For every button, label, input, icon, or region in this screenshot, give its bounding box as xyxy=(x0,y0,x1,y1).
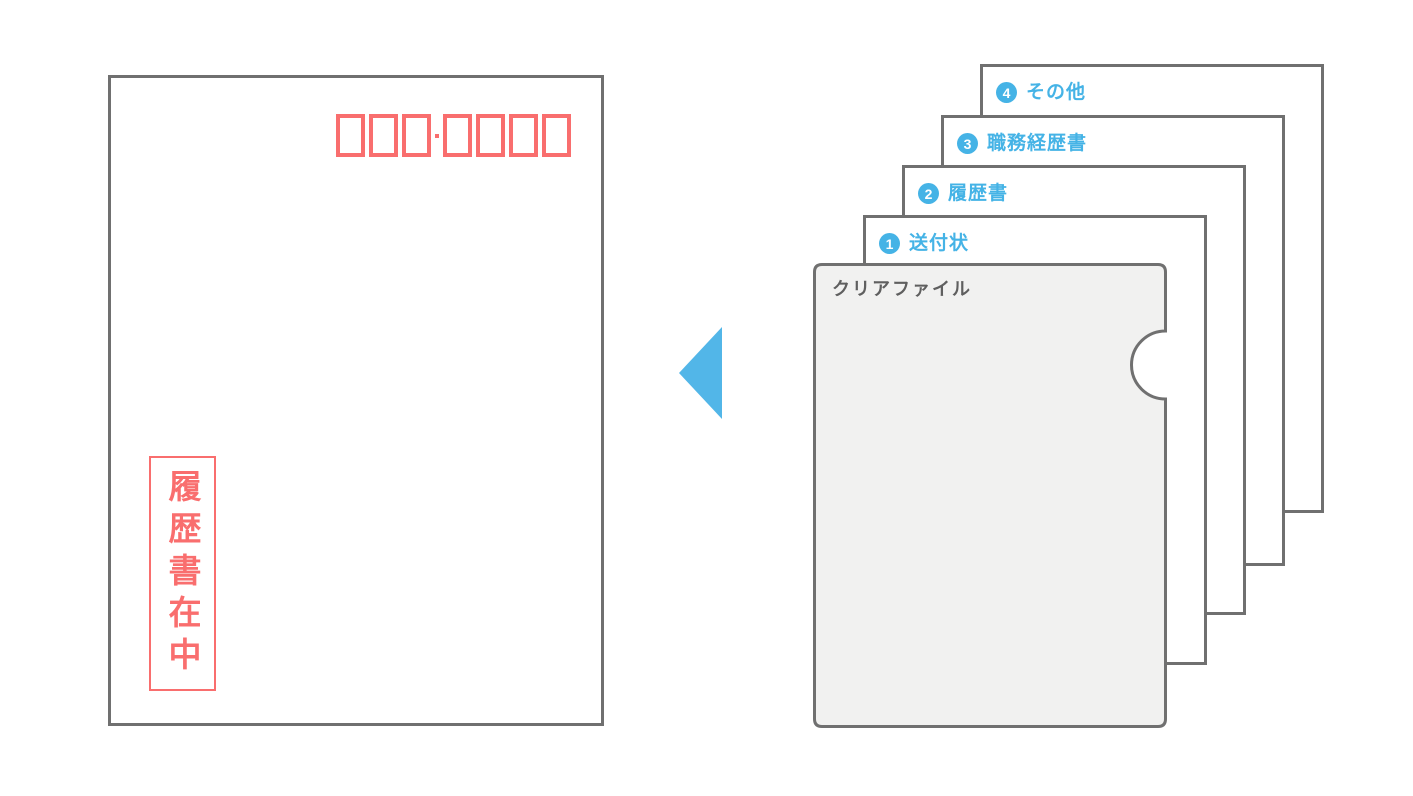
document-label-row: 1 送付状 xyxy=(879,233,969,254)
badge-number: 2 xyxy=(924,185,933,202)
document-title: その他 xyxy=(1026,82,1087,103)
postal-code-box xyxy=(443,114,472,157)
postal-code-box xyxy=(402,114,431,157)
badge-number: 3 xyxy=(963,135,972,152)
postal-code-box xyxy=(476,114,505,157)
document-title: 職務経歴書 xyxy=(987,133,1088,154)
document-title: 送付状 xyxy=(909,233,970,254)
left-arrow-icon xyxy=(679,327,722,419)
postal-code-hyphen xyxy=(435,133,439,138)
badge-number: 4 xyxy=(1002,84,1011,101)
number-2-badge-icon: 2 xyxy=(918,183,939,204)
document-label-row: 3 職務経歴書 xyxy=(957,133,1087,154)
badge-number: 1 xyxy=(885,235,894,252)
number-3-badge-icon: 3 xyxy=(957,133,978,154)
document-label-row: 2 履歴書 xyxy=(918,183,1008,204)
number-4-badge-icon: 4 xyxy=(996,82,1017,103)
clear-file-label: クリアファイル xyxy=(832,279,972,299)
postal-code-box xyxy=(509,114,538,157)
number-1-badge-icon: 1 xyxy=(879,233,900,254)
clear-file: クリアファイル xyxy=(813,263,1167,728)
resume-enclosed-stamp: 履歴書在中 xyxy=(149,456,216,691)
postal-code-boxes xyxy=(336,114,571,157)
document-title: 履歴書 xyxy=(948,183,1009,204)
envelope: 履歴書在中 xyxy=(108,75,604,726)
document-label-row: 4 その他 xyxy=(996,82,1086,103)
clear-file-shape xyxy=(813,263,1167,728)
stamp-text: 履歴書在中 xyxy=(164,468,201,679)
postal-code-box xyxy=(369,114,398,157)
clear-file-notch xyxy=(813,263,1167,728)
postal-code-box xyxy=(336,114,365,157)
postal-code-box xyxy=(542,114,571,157)
